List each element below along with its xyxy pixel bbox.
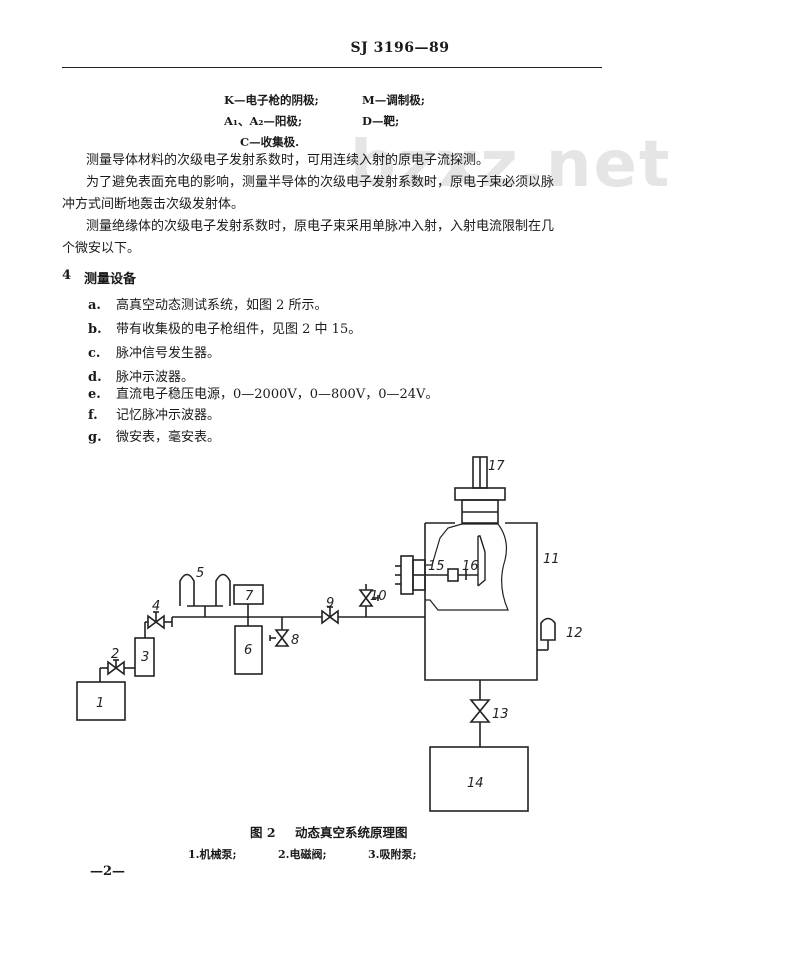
valve-8 xyxy=(274,629,290,647)
watermark: bzxz.net xyxy=(350,128,672,202)
diagram-label-7: 7 xyxy=(245,589,254,604)
list-marker: c. xyxy=(88,346,101,361)
list-marker: b. xyxy=(88,322,102,337)
list-text: 高真空动态测试系统，如图 2 所示。 xyxy=(116,298,328,313)
valve-10 xyxy=(358,589,374,607)
valve-9 xyxy=(321,609,339,625)
pump-14 xyxy=(429,746,529,812)
list-item: b. 带有收集极的电子枪组件，见图 2 中 15。 xyxy=(88,318,361,337)
diagram-label-2: 2 xyxy=(111,647,119,662)
valve-13 xyxy=(469,699,491,723)
header-rule xyxy=(62,67,602,68)
diagram-label-12: 12 xyxy=(566,626,583,641)
diagram-label-15: 15 xyxy=(428,559,445,574)
figure-caption: 动态真空系统原理图 xyxy=(295,825,408,840)
diagram-label-4: 4 xyxy=(152,599,160,614)
list-marker: g. xyxy=(88,430,102,445)
diagram-label-17: 17 xyxy=(488,459,505,474)
list-item: e. 直流电子稳压电源，0—2000V，0—800V，0—24V。 xyxy=(88,383,438,402)
list-marker: e. xyxy=(88,387,101,402)
page-number: —2— xyxy=(90,864,126,879)
list-item: d. 脉冲示波器。 xyxy=(88,366,194,385)
instrument-6 xyxy=(234,625,263,675)
list-text: 带有收集极的电子枪组件，见图 2 中 15。 xyxy=(116,322,362,337)
diagram-label-6: 6 xyxy=(244,643,252,658)
diagram-label-14: 14 xyxy=(467,776,484,791)
paragraph-line: 测量绝缘体的次级电子发射系数时，原电子束采用单脉冲入射，入射电流限制在几 xyxy=(86,219,555,234)
list-item: c. 脉冲信号发生器。 xyxy=(88,342,220,361)
section-title: 测量设备 xyxy=(84,272,137,287)
valve-2 xyxy=(107,660,125,676)
paragraph-line: 个微安以下。 xyxy=(62,241,141,256)
list-marker: f. xyxy=(88,408,98,423)
diagram-label-8: 8 xyxy=(291,633,299,648)
gauge-5 xyxy=(179,573,195,606)
list-item: a. 高真空动态测试系统，如图 2 所示。 xyxy=(88,294,328,313)
vacuum-chamber xyxy=(424,522,538,681)
target-16 xyxy=(447,568,459,582)
list-marker: a. xyxy=(88,298,101,313)
vacuum-system-diagram: 1 2 3 4 5 6 7 8 9 10 11 12 13 14 15 16 1… xyxy=(76,456,583,812)
diagram-label-9: 9 xyxy=(326,596,334,611)
gauge-12 xyxy=(540,617,556,641)
figure-legend-item: 2.电磁阀; xyxy=(278,848,327,861)
diagram-label-1: 1 xyxy=(96,696,104,711)
paragraph-line: 冲方式间断地轰击次级发射体。 xyxy=(62,197,245,212)
top-flange xyxy=(454,487,506,501)
paragraph-line: 测量导体材料的次级电子发射系数时，可用连续入射的原电子流探测。 xyxy=(86,153,490,168)
legend-c: C—收集极. xyxy=(240,135,300,149)
mechanical-pump xyxy=(76,681,126,721)
figure-number: 图 2 xyxy=(250,825,276,840)
figure-legend-item: 1.机械泵; xyxy=(188,848,237,861)
list-text: 直流电子稳压电源，0—2000V，0—800V，0—24V。 xyxy=(116,387,439,402)
paragraph-line: 为了避免表面充电的影响，测量半导体的次级电子发射系数时，原电子束必须以脉 xyxy=(86,175,555,190)
list-text: 脉冲信号发生器。 xyxy=(116,346,221,361)
diagram-label-10: 10 xyxy=(370,589,387,604)
list-item: g. 微安表，毫安表。 xyxy=(88,426,220,445)
legend-k: K—电子枪的阴极; xyxy=(224,93,319,107)
diagram-label-3: 3 xyxy=(141,650,149,665)
figure-legend-item: 3.吸附泵; xyxy=(368,848,417,861)
list-text: 脉冲示波器。 xyxy=(116,370,195,385)
diagram-label-5: 5 xyxy=(196,566,204,581)
document-code: SJ 3196—89 xyxy=(350,40,450,56)
legend-m: M—调制极; xyxy=(362,93,425,107)
valve-4 xyxy=(147,614,165,630)
diagram-label-16: 16 xyxy=(462,559,479,574)
list-text: 记忆脉冲示波器。 xyxy=(116,408,221,423)
diagram-label-11: 11 xyxy=(543,552,560,567)
legend-d: D—靶; xyxy=(362,114,400,128)
list-text: 微安表，毫安表。 xyxy=(116,430,221,445)
list-marker: d. xyxy=(88,370,102,385)
diagram-label-13: 13 xyxy=(492,707,509,722)
section-number: 4 xyxy=(62,268,72,283)
list-item: f. 记忆脉冲示波器。 xyxy=(88,404,220,423)
legend-a: A₁、A₂—阳极; xyxy=(224,114,303,128)
